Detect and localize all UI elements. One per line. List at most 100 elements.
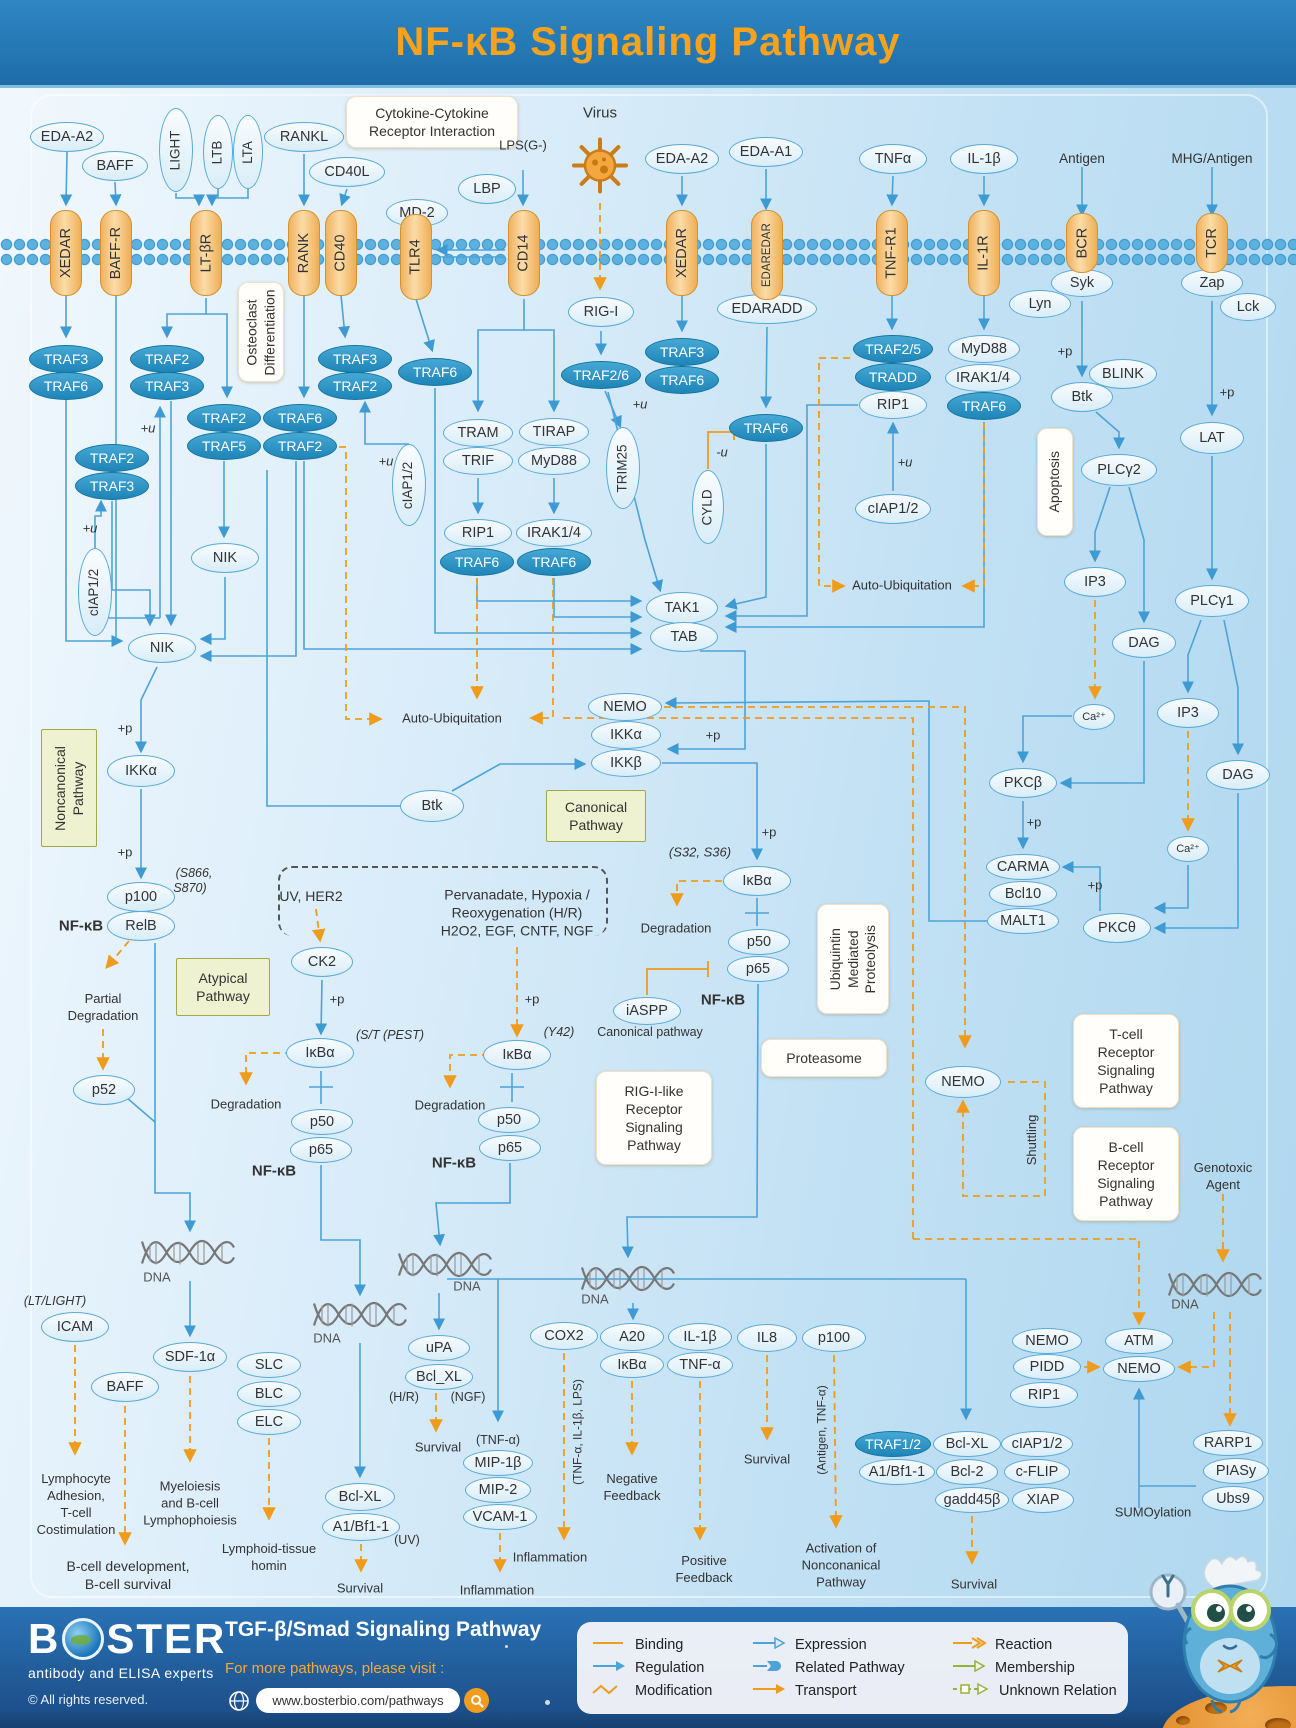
brand-tagline: antibody and ELISA experts <box>28 1665 214 1681</box>
node-vcam-1: VCAM-1 <box>463 1504 537 1530</box>
visit-prompt: For more pathways, please visit : <box>225 1660 445 1677</box>
website-url: www.bosterbio.com/pathways <box>256 1688 460 1713</box>
label-canonical-pathway: Canonical pathway <box>597 1024 703 1039</box>
node-traf2: TRAF2 <box>75 444 149 472</box>
node-bcl-2: Bcl-2 <box>936 1459 998 1485</box>
node-carma: CARMA <box>986 854 1060 880</box>
label-s-t-pest: (S/T (PEST) <box>355 1027 425 1042</box>
node-ip3: IP3 <box>1064 567 1126 597</box>
node-nemo: NEMO <box>1012 1328 1082 1354</box>
legend-item-transport: Transport <box>751 1682 951 1700</box>
legend-label: Modification <box>635 1683 713 1699</box>
node-rarp1: RARP1 <box>1193 1430 1263 1456</box>
expression-legend-icon <box>751 1636 787 1654</box>
node-iaspp: iASPP <box>613 997 681 1025</box>
mascot-illustration <box>1146 1548 1296 1728</box>
label-mhg-antigen: MHG/Antigen <box>1171 151 1253 167</box>
node-ck2: CK2 <box>291 947 353 977</box>
diagram-panel-border <box>30 94 1268 1598</box>
label-auto-ubiquitation: Auto-Ubiquitation <box>402 710 502 726</box>
node-piasy: PIASy <box>1203 1458 1269 1484</box>
node-rip1: RIP1 <box>444 519 512 547</box>
box-proteasome: Proteasome <box>761 1039 887 1077</box>
label-p: +p <box>761 824 777 840</box>
label-degradation: Degradation <box>210 1096 282 1112</box>
label-tnf: (TNF-α) <box>475 1432 521 1447</box>
dna-icon <box>1167 1264 1263 1313</box>
node-traf2: TRAF2 <box>187 404 261 432</box>
receptor-bcr: BCR <box>1066 213 1098 273</box>
node-il-1: IL-1β <box>950 144 1018 174</box>
globe-logo-icon <box>62 1618 105 1660</box>
node-myd88: MyD88 <box>948 335 1020 363</box>
node-lbp: LBP <box>458 174 516 204</box>
node-tak1: TAK1 <box>646 592 718 624</box>
node-traf3: TRAF3 <box>75 472 149 500</box>
modification-legend-icon <box>591 1682 627 1700</box>
node-trim25: TRIM25 <box>606 427 640 509</box>
node-light: LIGHT <box>159 108 193 192</box>
label-p: +p <box>705 727 721 743</box>
node-traf3: TRAF3 <box>318 345 392 373</box>
node-rip1: RIP1 <box>1010 1382 1078 1408</box>
receptor-baff-r: BAFF-R <box>100 210 132 296</box>
node-tirap: TIRAP <box>519 418 589 446</box>
box-apoptosis: Apoptosis <box>1037 428 1073 536</box>
dna-icon <box>140 1232 236 1281</box>
binding-legend-icon <box>591 1636 627 1654</box>
label-y42: (Y42) <box>543 1024 575 1039</box>
label-s866: (S866, <box>175 865 213 880</box>
node-md-2: MD-2 <box>386 199 448 227</box>
node-ikk: IKKα <box>591 721 661 749</box>
label-nf-b: NF-κB <box>431 1154 477 1172</box>
node-rig-i: RIG-I <box>568 297 634 327</box>
node-ip3: IP3 <box>1157 698 1219 728</box>
label-s32-s36: (S32, S36) <box>668 844 732 860</box>
label-p: +p <box>117 844 133 860</box>
node-zap: Zap <box>1181 269 1243 297</box>
node-bcl-xl: Bcl-XL <box>933 1431 1001 1457</box>
label-nf-b: NF-κB <box>251 1162 297 1180</box>
node-lat: LAT <box>1180 422 1244 454</box>
legend-item-expression: Expression <box>751 1636 951 1654</box>
node-bcl-xl: Bcl_XL <box>405 1364 473 1390</box>
label-auto-ubiquitation: Auto-Ubiquitation <box>852 577 952 593</box>
node-p52: p52 <box>73 1075 135 1105</box>
node-plc-1: PLCγ1 <box>1175 585 1249 617</box>
label-u: +u <box>378 453 394 469</box>
node-traf6: TRAF6 <box>517 548 591 576</box>
node-syk: Syk <box>1051 269 1113 297</box>
label-s870: S870) <box>173 880 207 895</box>
node-ikk: IKKα <box>107 755 175 787</box>
node-tnf: TNFα <box>859 144 927 174</box>
label-antigen: Antigen <box>1059 151 1105 167</box>
node-nemo: NEMO <box>925 1066 1001 1098</box>
node-ca: Ca²⁺ <box>1073 704 1115 730</box>
label-p: +p <box>1026 814 1042 830</box>
legend-item-binding: Binding <box>591 1636 751 1654</box>
node-traf3: TRAF3 <box>645 338 719 366</box>
node-ciap1-2: cIAP1/2 <box>392 444 426 526</box>
node-nik: NIK <box>128 633 196 663</box>
node-p50: p50 <box>478 1107 540 1133</box>
node-ciap1-2: cIAP1/2 <box>855 494 931 524</box>
node-irak1-4: IRAK1/4 <box>516 519 592 547</box>
node-tnf: TNF-α <box>667 1352 733 1378</box>
legend-label: Unknown Relation <box>999 1683 1117 1699</box>
node-ciap1-2: cIAP1/2 <box>1001 1431 1073 1457</box>
node-traf6: TRAF6 <box>29 372 103 400</box>
node-traf6: TRAF6 <box>645 366 719 394</box>
node-cox2: COX2 <box>530 1322 598 1350</box>
node-traf2: TRAF2 <box>263 432 337 460</box>
label-p: +p <box>117 720 133 736</box>
label-pervanadate-hypoxia: Pervanadate, Hypoxia /Reoxygenation (H/R… <box>440 886 594 940</box>
